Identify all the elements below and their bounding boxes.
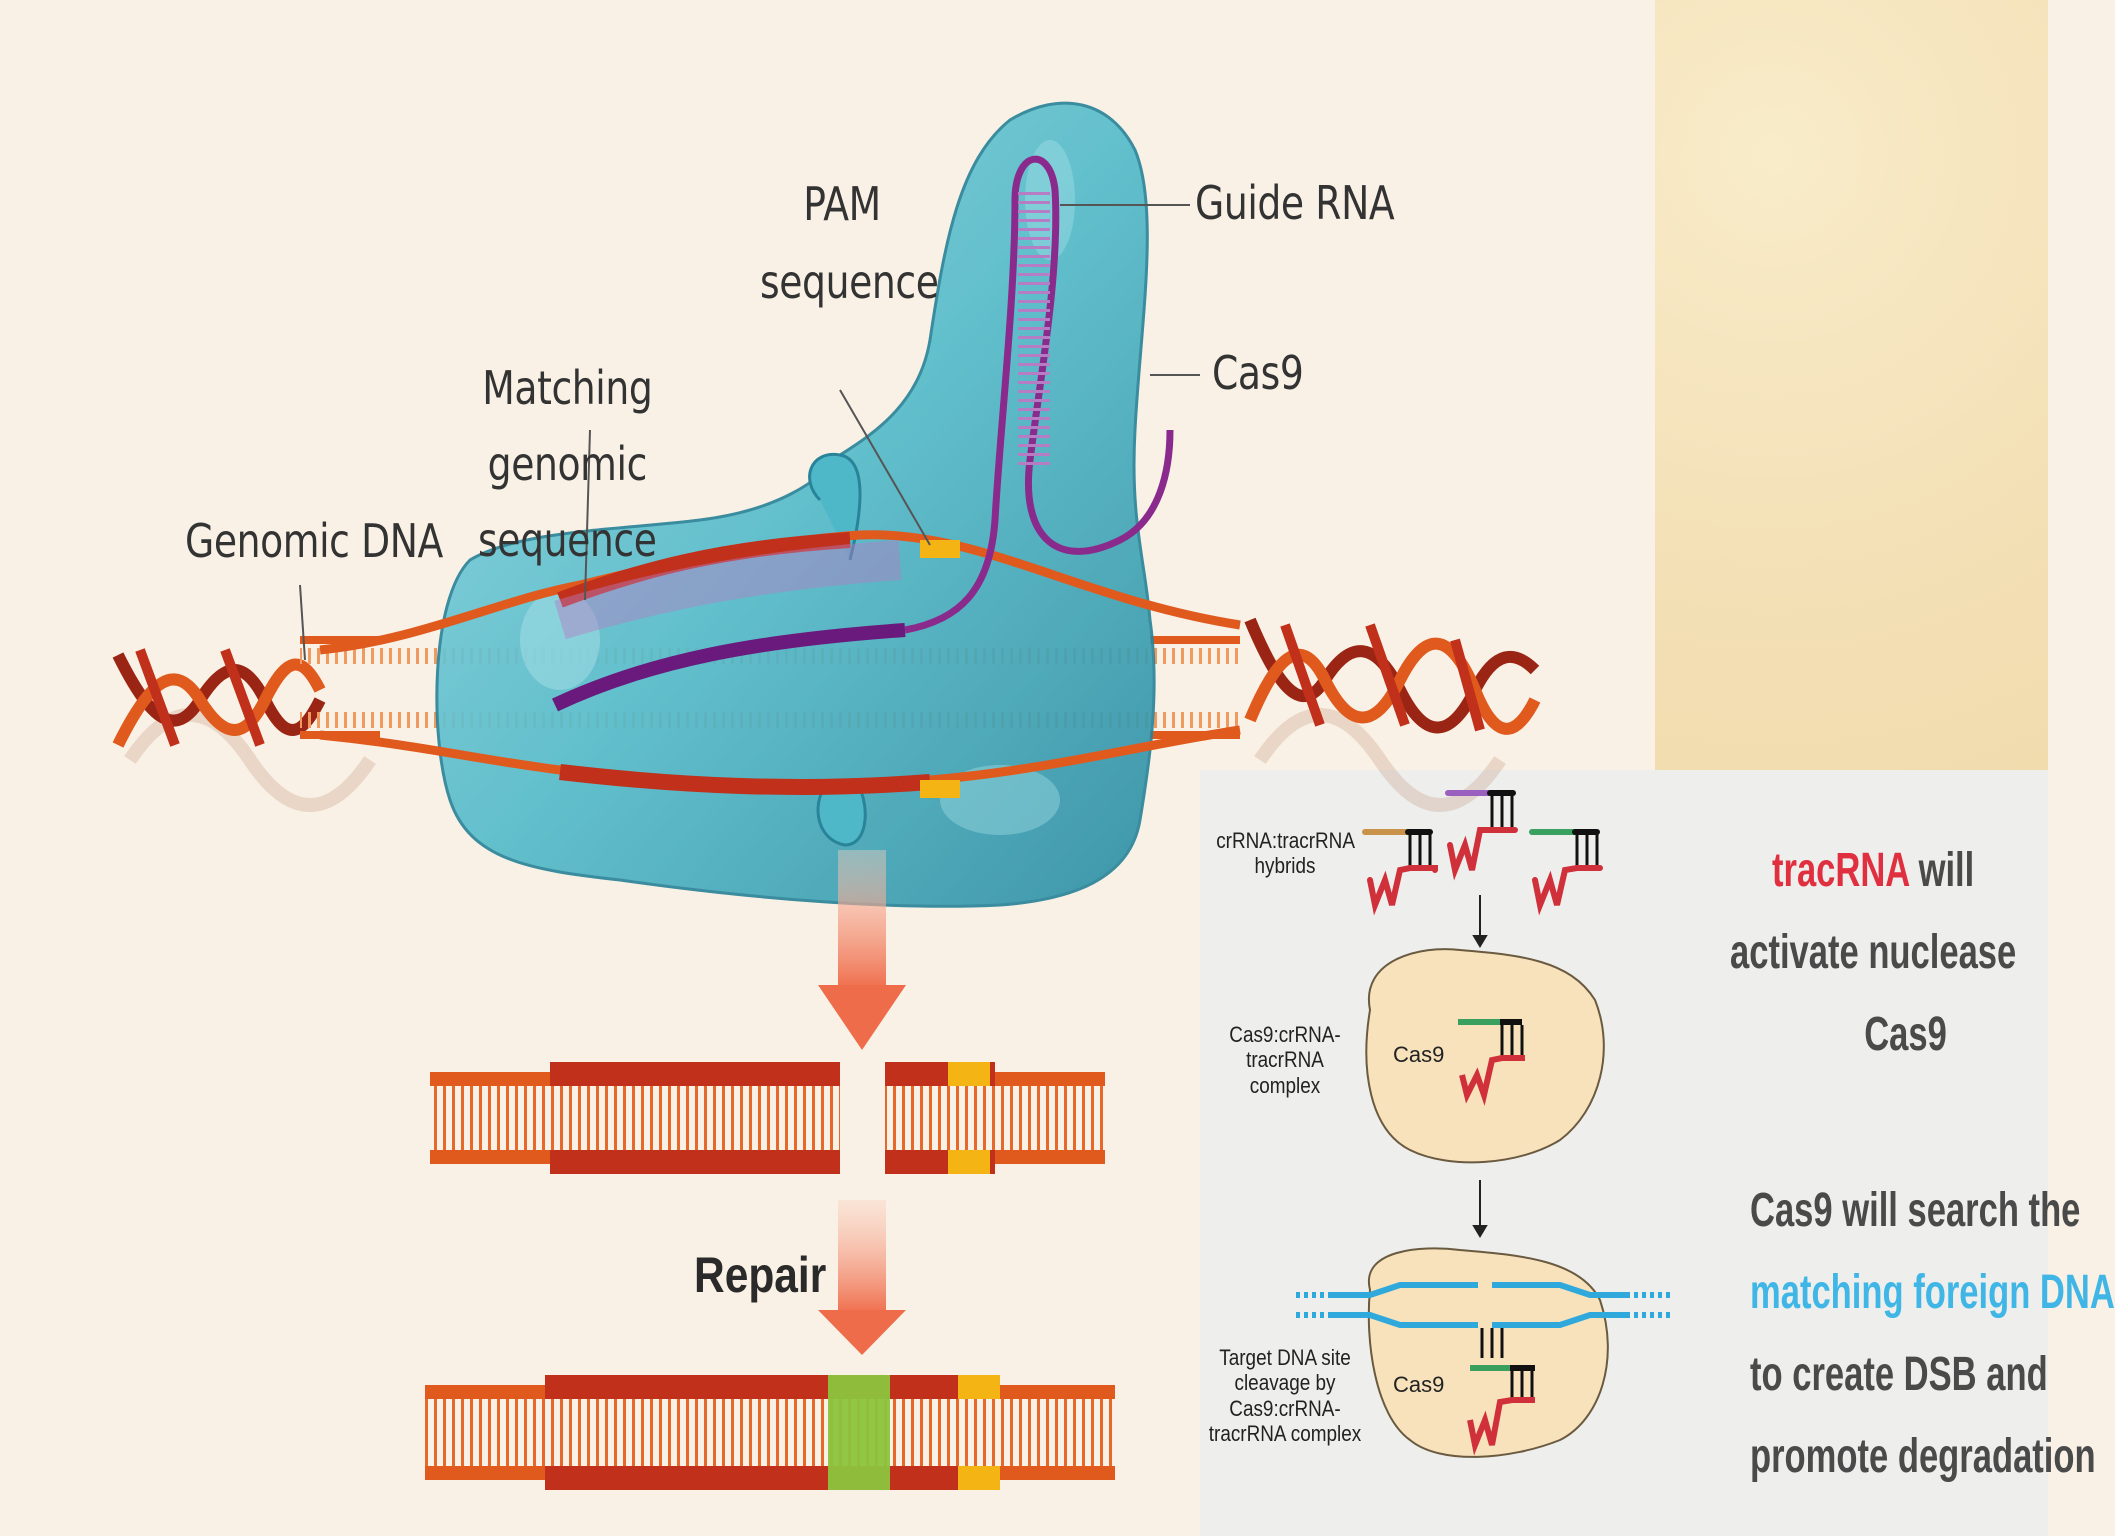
cas9-search-line2: matching foreign DNA [1750, 1266, 2115, 1319]
right-helix [1244, 617, 1541, 735]
inset-arrows [1472, 895, 1488, 1238]
inset-panel [1200, 770, 2048, 1536]
cas9-search-line3: to create DSB and [1750, 1348, 2048, 1401]
cleavage-arrow [818, 850, 906, 1050]
repair-label: Repair [694, 1247, 827, 1303]
cleaved-dna [430, 1062, 1105, 1174]
inset-target-cleavage [1292, 1247, 1670, 1458]
tracrna-note: tracRNA will activate nuclease Cas9 [1730, 830, 2016, 1076]
cas9-search-note: Cas9 will search the matching foreign DN… [1750, 1170, 2115, 1498]
tracrna-note-line3: Cas9 [1864, 1008, 1947, 1061]
repair-arrow [818, 1200, 906, 1355]
complex-label: Cas9:crRNA- tracrRNA complex [1229, 1022, 1341, 1098]
inset-hybrids [1362, 790, 1603, 916]
cas9-search-line1: Cas9 will search the [1750, 1184, 2081, 1237]
repaired-dna [425, 1375, 1115, 1490]
matching-genomic-sequence-label: Matching genomic sequence [478, 361, 657, 567]
dna-inside-cas9 [319, 530, 1241, 798]
guide-rna [552, 155, 1174, 712]
leader-lines [299, 204, 1200, 661]
cas9-search-line4: promote degradation [1750, 1430, 2096, 1483]
parchment-background [1655, 0, 2048, 770]
tracrna-note-line2: activate nuclease [1730, 926, 2017, 979]
cas9-inset-label-top: Cas9 [1393, 1042, 1445, 1067]
tracrna-note-line1: will [1908, 844, 1975, 897]
guide-rna-label: Guide RNA [1195, 176, 1395, 230]
target-label: Target DNA site cleavage by Cas9:crRNA- … [1208, 1345, 1362, 1446]
inset-cas9-complex [1365, 948, 1605, 1164]
pam-sequence-label: PAM sequence [760, 177, 939, 309]
hybrids-label: crRNA:tracrRNA hybrids [1216, 828, 1355, 879]
crispr-diagram [112, 101, 1670, 1490]
cas9-inset-label-bottom: Cas9 [1393, 1372, 1445, 1397]
tracrna-term: tracRNA [1771, 844, 1909, 897]
genomic-dna-label: Genomic DNA [185, 514, 443, 568]
left-helix [112, 648, 326, 748]
cas9-label: Cas9 [1212, 346, 1304, 400]
